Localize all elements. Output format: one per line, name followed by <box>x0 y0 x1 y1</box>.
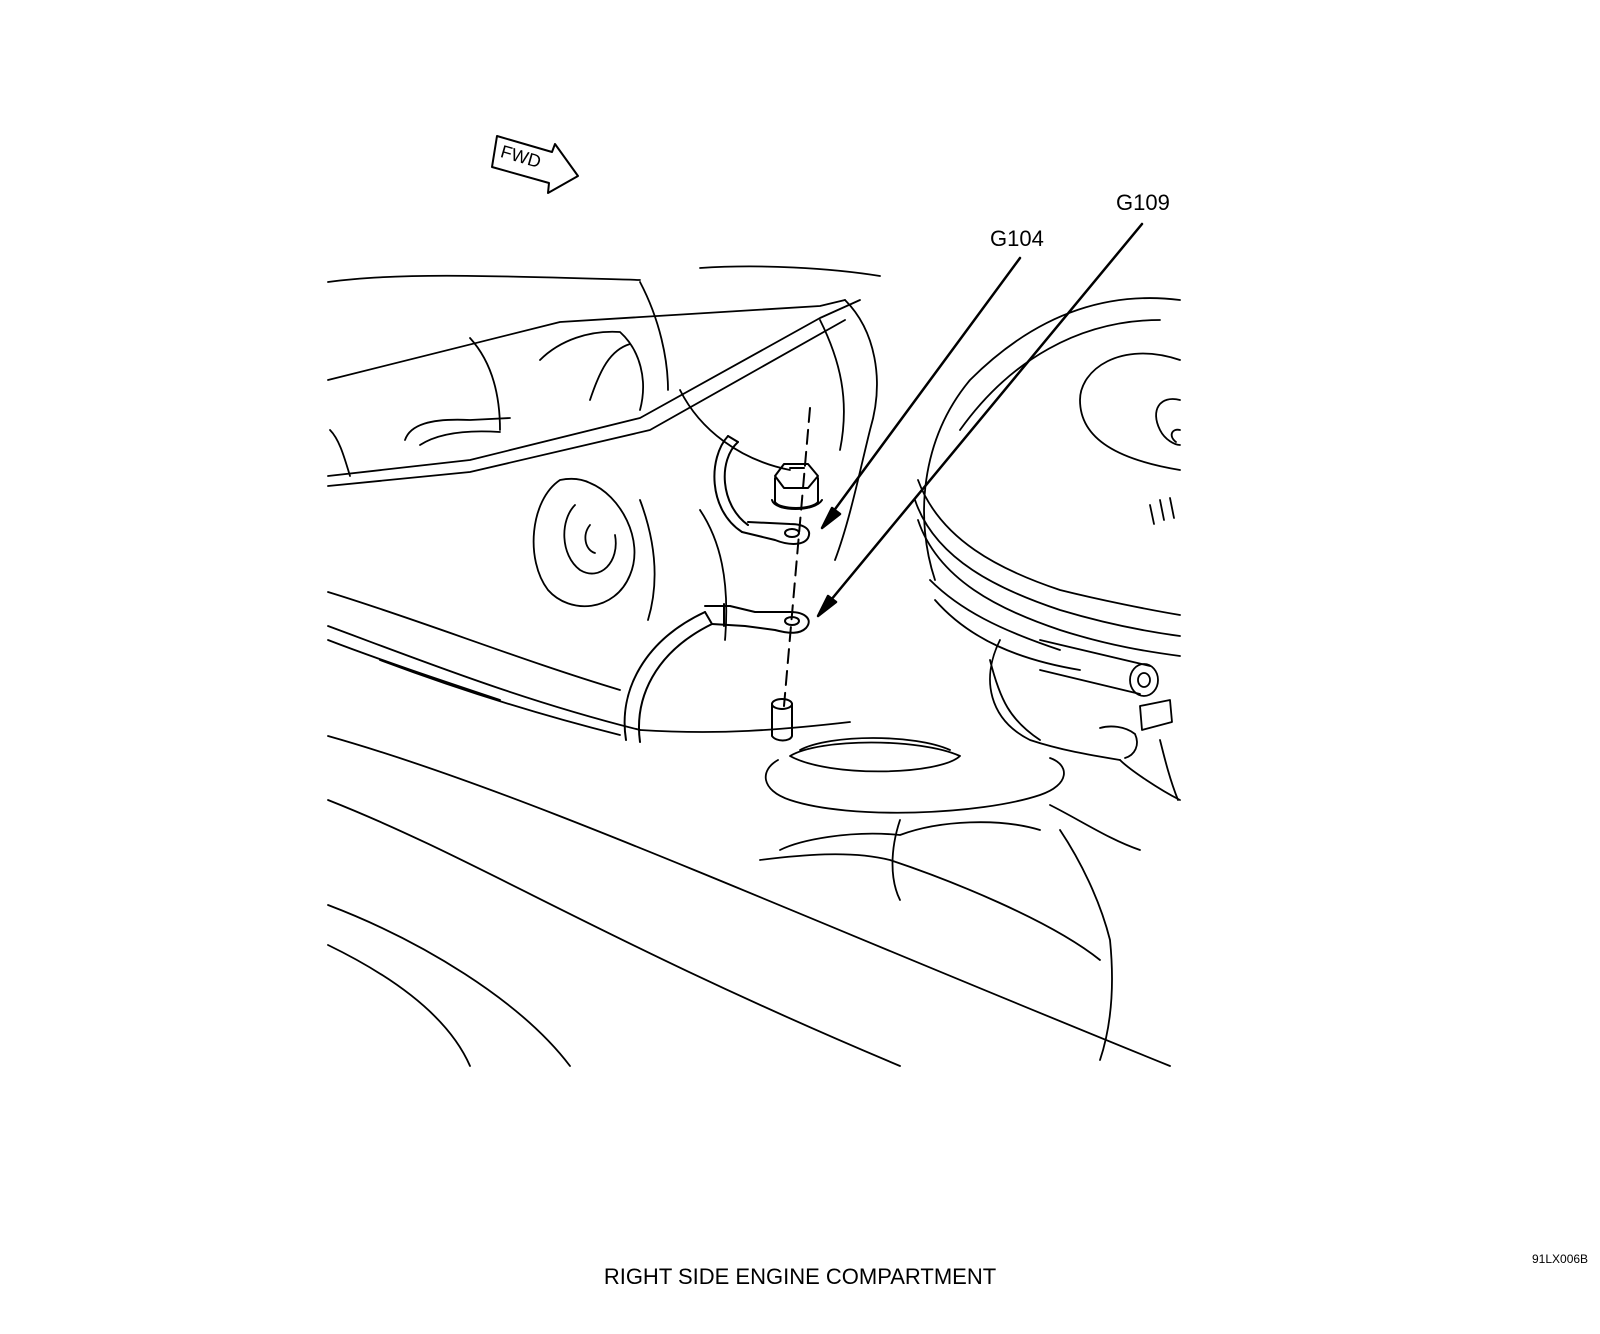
leader-g104 <box>820 256 1022 530</box>
fwd-arrow-label: FWD <box>498 141 543 172</box>
compartment-linework <box>327 265 1181 1067</box>
figure-caption: RIGHT SIDE ENGINE COMPARTMENT <box>603 1264 997 1289</box>
ground-stud-icon <box>771 698 793 742</box>
fwd-arrow-icon: FWD <box>491 135 579 194</box>
leader-g109 <box>816 222 1144 618</box>
callout-g109: G109 <box>1116 190 1170 215</box>
ground-wire-g104 <box>713 435 810 545</box>
stud-centerline <box>783 407 811 707</box>
ground-nut-icon <box>771 463 823 510</box>
callout-g104: G104 <box>990 226 1044 251</box>
ground-wire-g109 <box>623 603 810 743</box>
figure-id: 91LX006B <box>1532 1252 1589 1266</box>
